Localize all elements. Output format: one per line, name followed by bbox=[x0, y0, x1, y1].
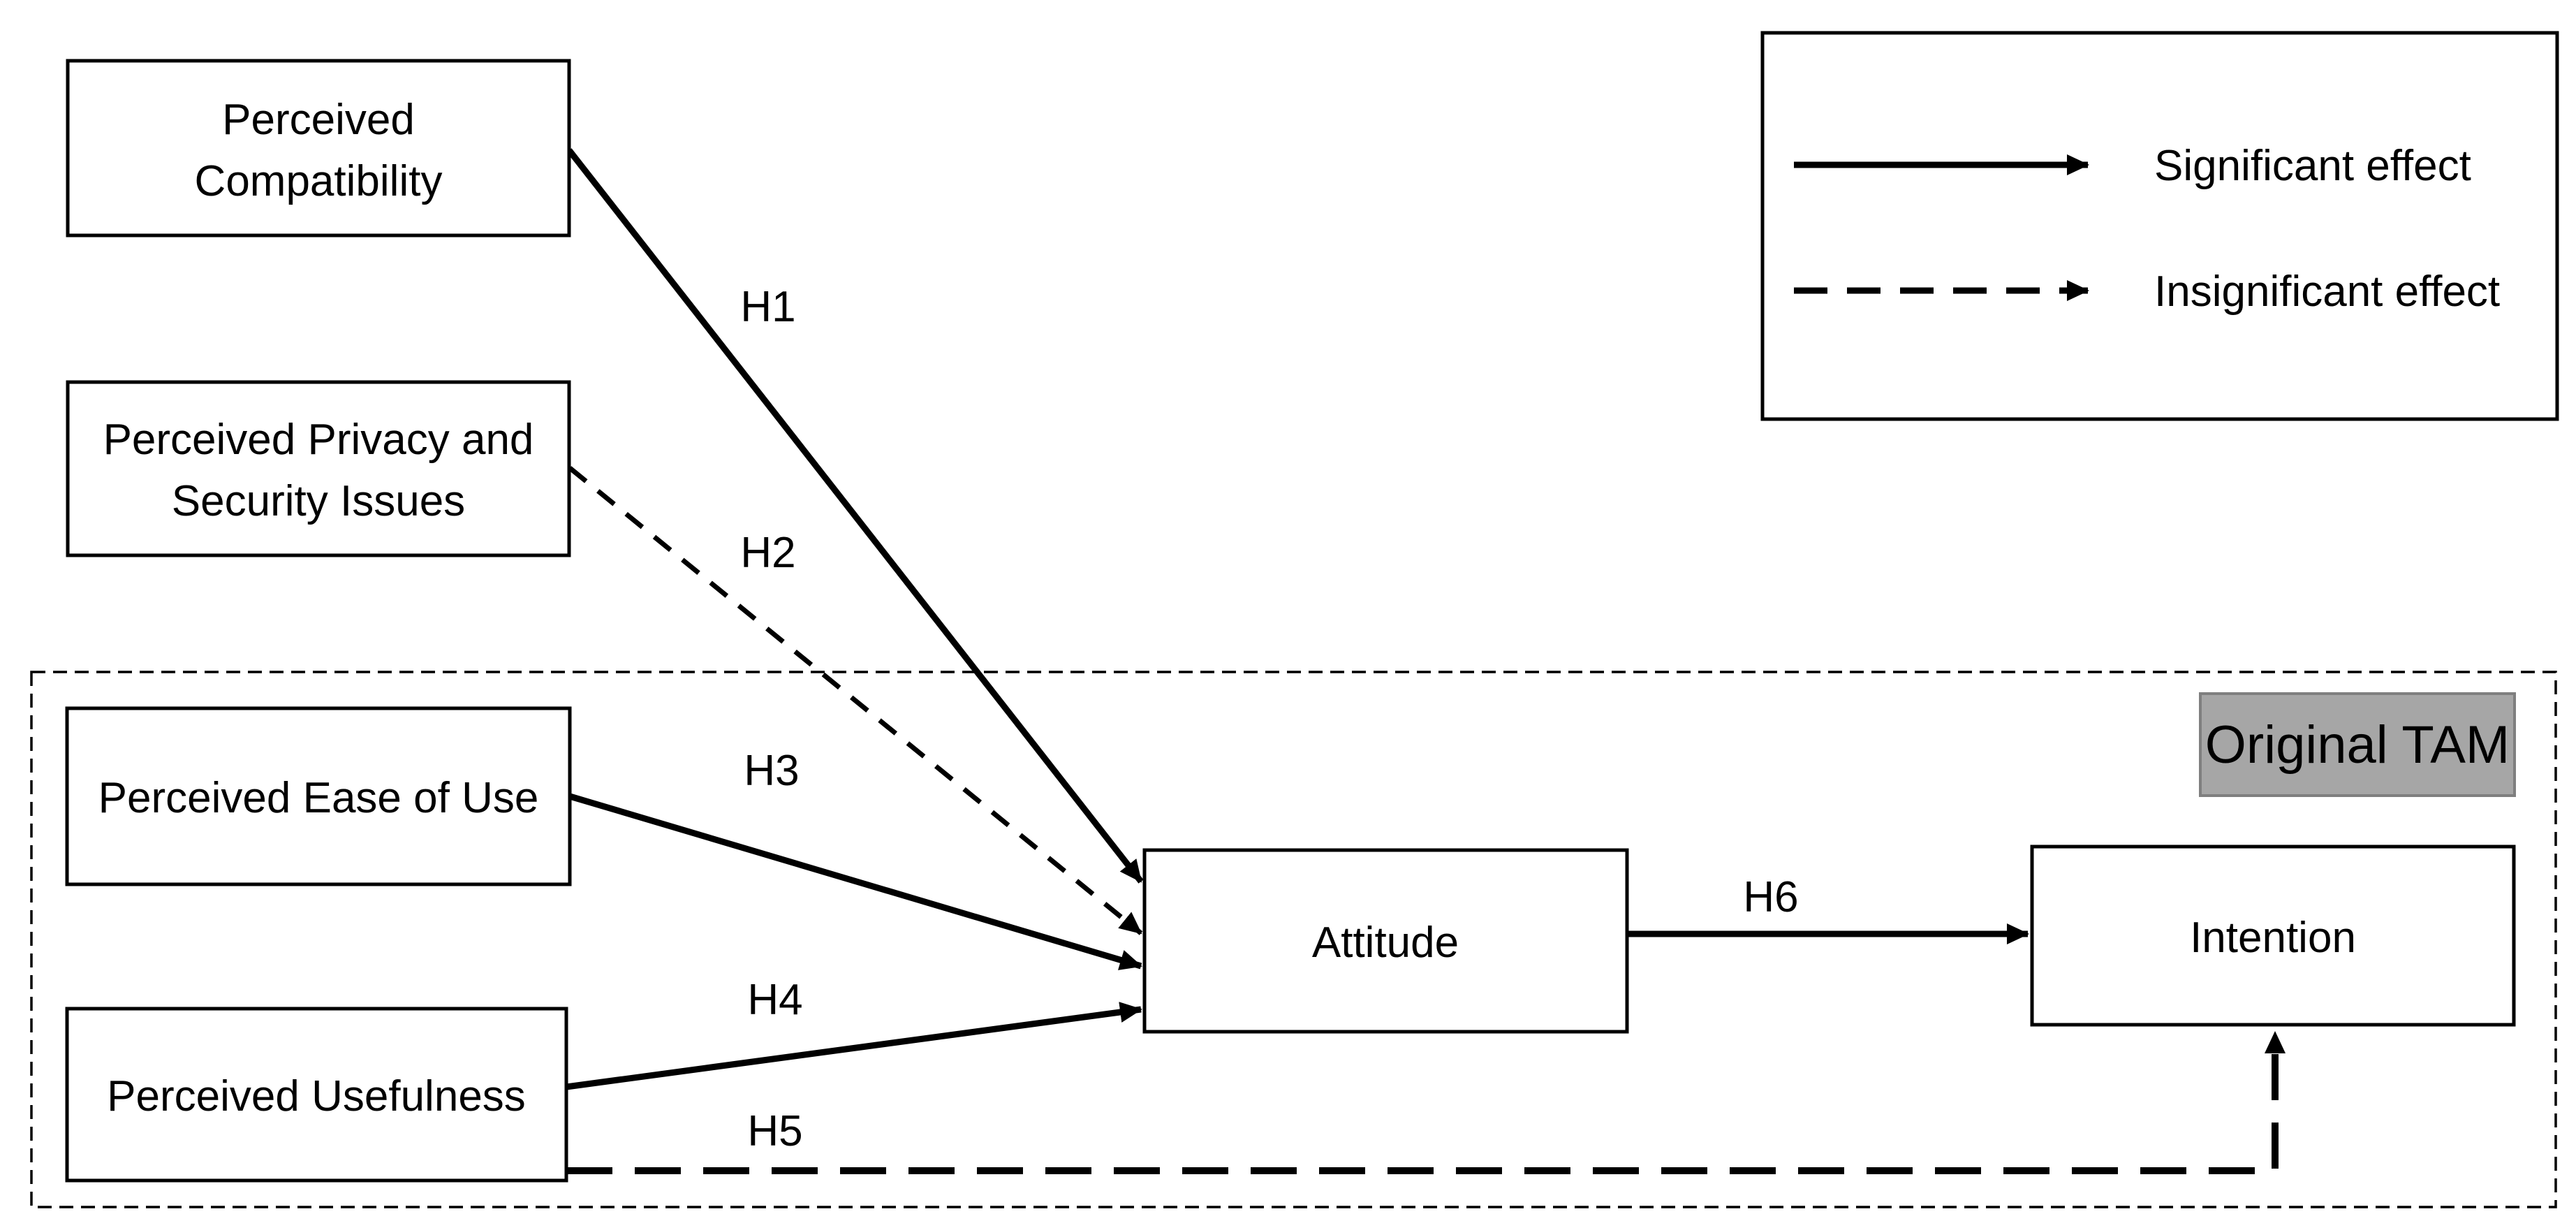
intention-label: Intention bbox=[2190, 914, 2356, 962]
perceived-usefulness-box bbox=[65, 1007, 568, 1183]
h4-label: H4 bbox=[747, 976, 802, 1024]
perceived-privacy-label-line2: Security Issues bbox=[172, 477, 465, 525]
perceived-ease-of-use-box bbox=[65, 706, 572, 886]
node-perceived-ease-of-use: Perceived Ease of Use bbox=[65, 706, 572, 886]
original-tam-tag-background bbox=[2200, 694, 2515, 796]
original-tam-tag: Original TAM bbox=[2199, 692, 2516, 797]
h5-arrow bbox=[566, 1031, 2286, 1174]
h1-arrow bbox=[566, 148, 1144, 884]
original-tam-tag-border bbox=[2199, 692, 2516, 797]
node-perceived-privacy: Perceived Privacy and Security Issues bbox=[66, 380, 571, 557]
perceived-compatibility-label-line1: Perceived bbox=[222, 96, 415, 144]
legend-box bbox=[1760, 31, 2559, 421]
legend-insignificant-label: Insignificant effect bbox=[2154, 268, 2500, 316]
node-intention: Intention bbox=[2030, 845, 2516, 1027]
perceived-privacy-label-line1: Perceived Privacy and bbox=[103, 416, 534, 464]
h6-label: H6 bbox=[1743, 873, 1798, 921]
node-perceived-usefulness: Perceived Usefulness bbox=[65, 1007, 568, 1183]
legend-significant-label: Significant effect bbox=[2154, 142, 2471, 190]
original-tam-tag-label: Original TAM bbox=[2205, 715, 2510, 775]
h4-arrow bbox=[566, 1002, 1142, 1090]
perceived-privacy-box bbox=[66, 380, 571, 557]
original-tam-boundary bbox=[30, 671, 2557, 1208]
perceived-compatibility-label-line2: Compatibility bbox=[195, 157, 443, 205]
perceived-compatibility-box bbox=[66, 59, 571, 237]
intention-box bbox=[2030, 845, 2516, 1027]
h3-label: H3 bbox=[744, 747, 799, 795]
perceived-ease-of-use-label: Perceived Ease of Use bbox=[98, 774, 539, 822]
h2-arrow bbox=[568, 466, 1143, 935]
node-perceived-compatibility: Perceived Compatibility bbox=[66, 59, 571, 237]
legend: Significant effect Insignificant effect bbox=[1760, 31, 2559, 421]
attitude-label: Attitude bbox=[1312, 919, 1459, 967]
perceived-usefulness-label: Perceived Usefulness bbox=[107, 1072, 526, 1120]
h5-label: H5 bbox=[747, 1107, 802, 1155]
h1-label: H1 bbox=[740, 283, 795, 331]
attitude-box bbox=[1142, 848, 1629, 1034]
h2-label: H2 bbox=[740, 529, 795, 577]
h3-arrow bbox=[568, 793, 1142, 970]
node-attitude: Attitude bbox=[1142, 848, 1629, 1034]
